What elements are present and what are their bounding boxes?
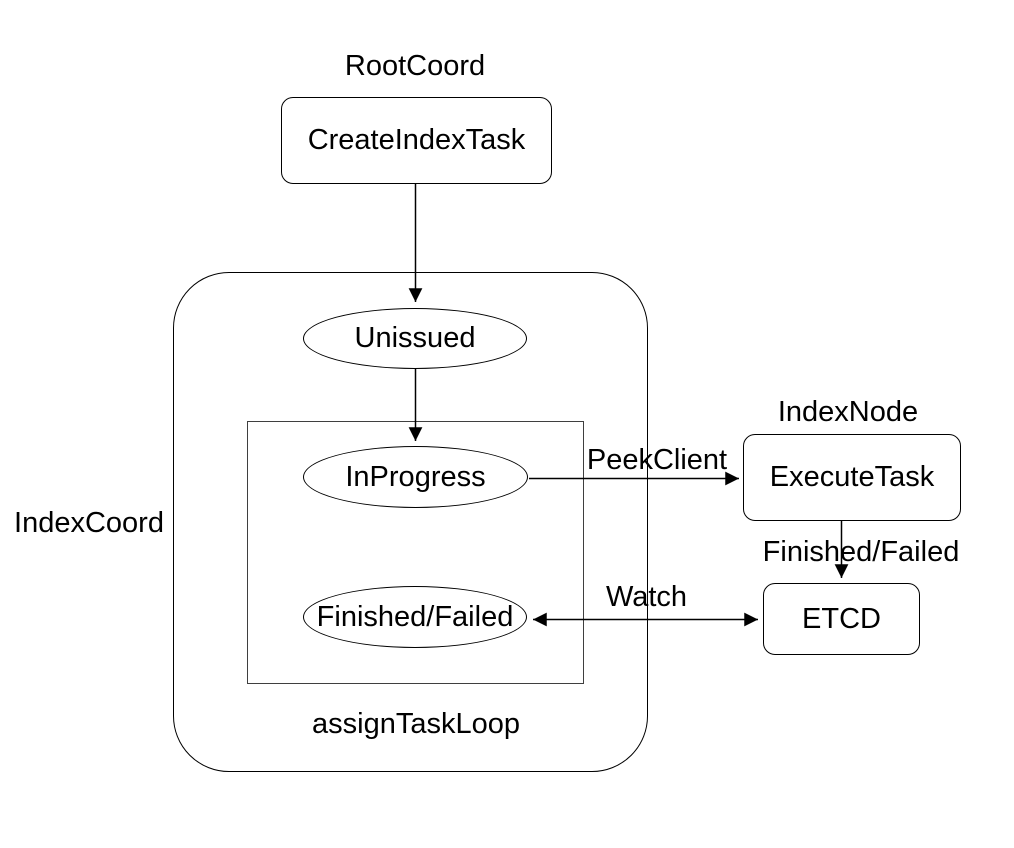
edge-label-peekclient: PeekClient xyxy=(586,444,728,476)
indexnode-group-label: IndexNode xyxy=(777,396,919,428)
node-in-progress-label: InProgress xyxy=(345,460,486,493)
edge-label-watch: Watch xyxy=(605,581,688,613)
node-execute-task-label: ExecuteTask xyxy=(769,461,935,493)
node-finished-failed-label: Finished/Failed xyxy=(316,600,514,633)
node-execute-task: ExecuteTask xyxy=(743,434,961,521)
node-unissued-label: Unissued xyxy=(354,322,476,354)
node-in-progress: InProgress xyxy=(303,446,528,508)
node-finished-failed: Finished/Failed xyxy=(303,586,527,648)
indexcoord-container xyxy=(173,272,648,772)
indexcoord-group-label: IndexCoord xyxy=(14,507,164,539)
assigntaskloop-label: assignTaskLoop xyxy=(312,708,520,740)
node-etcd-label: ETCD xyxy=(802,602,881,635)
node-unissued: Unissued xyxy=(303,308,527,369)
node-etcd: ETCD xyxy=(763,583,920,655)
node-create-index-task-label: CreateIndexTask xyxy=(307,124,526,156)
node-create-index-task: CreateIndexTask xyxy=(281,97,552,184)
edge-label-finished-failed: Finished/Failed xyxy=(762,536,960,568)
rootcoord-group-label: RootCoord xyxy=(344,50,486,82)
